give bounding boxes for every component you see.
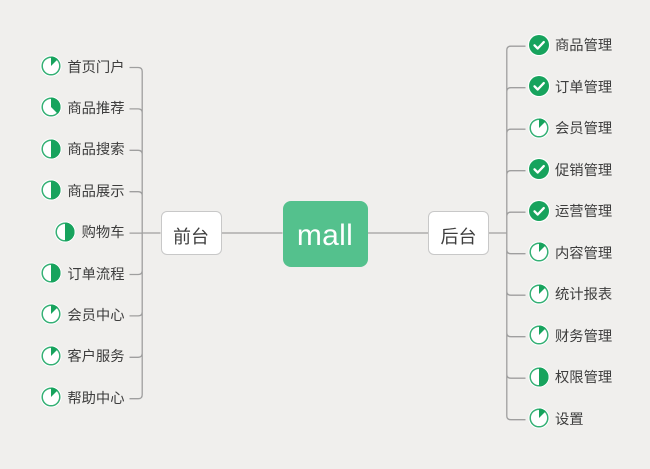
icon-slot: [40, 96, 62, 118]
topic-right-8[interactable]: 权限管理: [527, 366, 613, 389]
topic-left-2[interactable]: 商品搜索: [40, 138, 125, 161]
branch-topic-label: 前台: [173, 226, 209, 247]
topic-left-0[interactable]: 首页门户: [40, 55, 125, 79]
icon-slot: [527, 199, 550, 222]
icon-slot: [527, 366, 550, 388]
topic-label: 首页门户: [67, 59, 125, 76]
icon-slot: [527, 324, 550, 346]
icon-slot: [40, 138, 62, 160]
topic-right-4[interactable]: 运营管理: [527, 199, 613, 223]
topic-label: 内容管理: [555, 245, 613, 262]
topic-label: 商品展示: [67, 183, 125, 200]
icon-slot: [54, 220, 76, 243]
topic-label: 统计报表: [555, 287, 613, 304]
topic-left-7[interactable]: 客户服务: [40, 345, 125, 368]
topic-right-2[interactable]: 会员管理: [527, 117, 613, 140]
branch-topic-backend[interactable]: 后台: [428, 211, 489, 255]
branch-topic-frontend[interactable]: 前台: [160, 211, 222, 255]
topic-label: 帮助中心: [67, 390, 125, 407]
central-topic-mall[interactable]: mall: [282, 200, 368, 267]
topic-label: 订单流程: [67, 266, 125, 283]
topic-label: 购物车: [81, 225, 125, 242]
icon-slot: [40, 303, 62, 325]
topic-label: 客户服务: [67, 349, 125, 366]
topic-label: 商品推荐: [67, 100, 125, 117]
topic-label: 订单管理: [555, 79, 613, 96]
icon-slot: [527, 75, 550, 98]
central-topic-label: mall: [296, 219, 354, 252]
topic-label: 权限管理: [555, 370, 613, 387]
icon-slot: [40, 179, 62, 201]
topic-right-5[interactable]: 内容管理: [527, 241, 613, 265]
branch-topic-label: 后台: [440, 226, 477, 247]
icon-slot: [527, 241, 550, 263]
topic-label: 财务管理: [555, 328, 613, 345]
icon-slot: [40, 386, 62, 408]
topic-label: 促销管理: [555, 162, 613, 179]
icon-slot: [527, 407, 550, 429]
topic-right-9[interactable]: 设置: [527, 407, 584, 431]
topic-left-8[interactable]: 帮助中心: [40, 386, 125, 410]
topic-right-3[interactable]: 促销管理: [527, 158, 613, 182]
topic-label: 运营管理: [555, 204, 613, 221]
icon-slot: [40, 55, 62, 77]
topic-left-6[interactable]: 会员中心: [40, 303, 125, 327]
topic-left-5[interactable]: 订单流程: [40, 262, 125, 286]
topic-left-1[interactable]: 商品推荐: [40, 96, 125, 120]
icon-slot: [40, 345, 62, 367]
topic-right-6[interactable]: 统计报表: [527, 283, 613, 306]
topic-label: 商品搜索: [67, 142, 125, 159]
icon-slot: [40, 262, 62, 284]
icon-slot: [527, 283, 550, 305]
topic-right-0[interactable]: 商品管理: [527, 33, 613, 57]
topic-right-7[interactable]: 财务管理: [527, 324, 613, 348]
topic-label: 商品管理: [555, 38, 613, 55]
icon-slot: [527, 158, 550, 181]
topic-left-3[interactable]: 商品展示: [40, 179, 125, 203]
icon-slot: [527, 33, 550, 56]
topic-label: 会员管理: [555, 121, 613, 138]
topic-label: 会员中心: [67, 307, 125, 324]
icon-slot: [527, 117, 550, 139]
topic-right-1[interactable]: 订单管理: [527, 75, 613, 99]
topic-left-4[interactable]: 购物车: [54, 220, 125, 244]
topic-label: 设置: [555, 411, 584, 428]
